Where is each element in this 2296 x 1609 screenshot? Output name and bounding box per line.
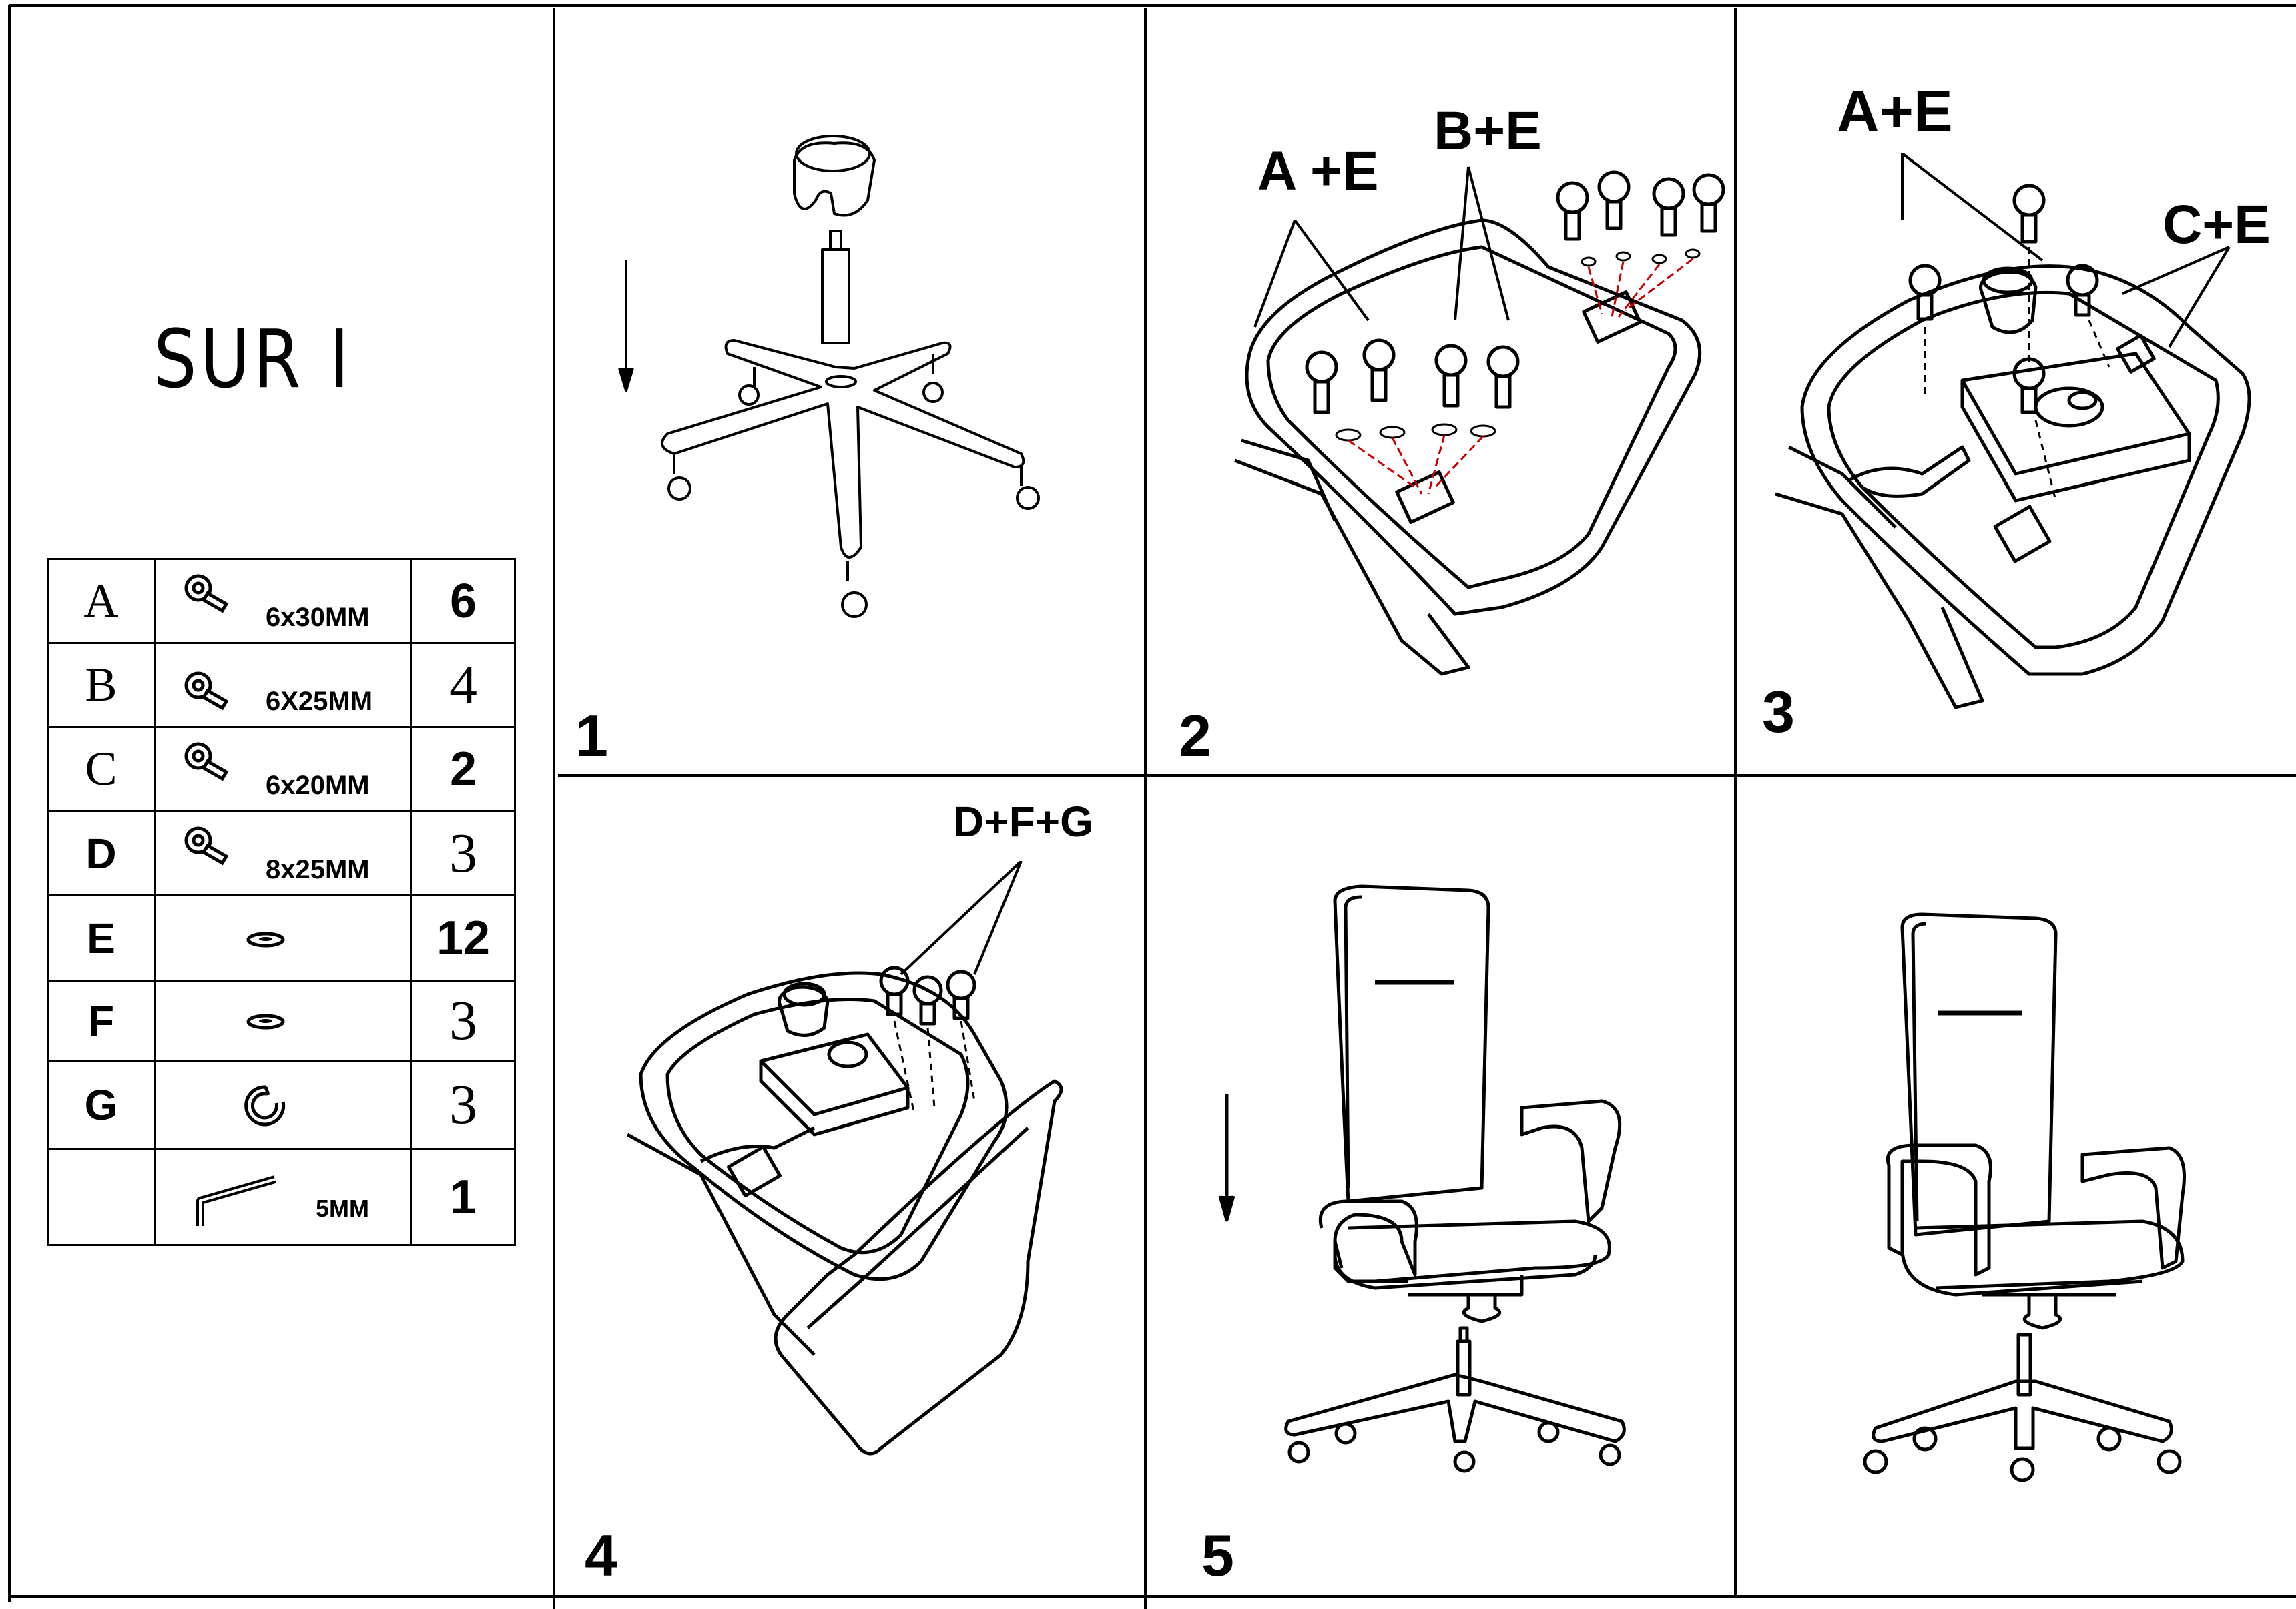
- part-cell: [154, 980, 412, 1062]
- bolt-icon: [184, 742, 229, 781]
- part-letter: G: [47, 1060, 156, 1150]
- part-quantity: 12: [410, 894, 516, 982]
- bolt-icon: [184, 671, 229, 711]
- product-name: SUR I: [154, 314, 353, 406]
- part-cell: 5MM: [154, 1148, 412, 1246]
- callout-label: D+F+G: [953, 797, 1093, 846]
- parts-row: E 12: [47, 894, 516, 982]
- parts-row: B 6X25MM 4: [47, 642, 516, 728]
- bolt-icon: [184, 826, 229, 866]
- part-size: 5MM: [316, 1195, 369, 1222]
- part-cell: 6X25MM: [154, 642, 412, 728]
- step-5-illustration: [1218, 884, 1626, 1473]
- part-cell: 8x25MM: [154, 810, 412, 896]
- part-letter: C: [47, 726, 156, 812]
- washer-icon: [246, 1014, 285, 1030]
- part-letter: B: [47, 642, 156, 728]
- part-cell: [154, 1060, 412, 1150]
- part-quantity: 3: [410, 810, 516, 896]
- callout-label: A+E: [1837, 78, 1953, 144]
- part-letter: [47, 1148, 156, 1246]
- step-number: 3: [1762, 679, 1795, 745]
- callout-label: C+E: [2163, 194, 2271, 255]
- parts-row: 5MM 1: [47, 1148, 516, 1246]
- part-size: 6x20MM: [266, 771, 370, 800]
- finished-chair-illustration: [1863, 912, 2186, 1482]
- spring-washer-icon: [244, 1085, 286, 1127]
- part-size: 8x25MM: [266, 855, 370, 884]
- part-quantity: 3: [410, 980, 516, 1062]
- part-quantity: 2: [410, 726, 516, 812]
- washer-icon: [246, 932, 285, 948]
- part-cell: [154, 894, 412, 982]
- step-number: 5: [1201, 1522, 1234, 1588]
- part-size: 6x30MM: [266, 603, 370, 632]
- parts-row: D 8x25MM 3: [47, 810, 516, 896]
- part-quantity: 3: [410, 1060, 516, 1150]
- part-cell: 6x30MM: [154, 558, 412, 644]
- part-letter: A: [47, 558, 156, 644]
- callout-label: B+E: [1434, 101, 1542, 162]
- parts-row: A 6x30MM 6: [47, 558, 516, 644]
- part-quantity: 6: [410, 558, 516, 644]
- step-2-illustration: [1234, 166, 1725, 676]
- bolt-icon: [184, 574, 229, 613]
- part-size: 6X25MM: [266, 687, 373, 716]
- parts-row: G 3: [47, 1060, 516, 1150]
- step-number: 1: [575, 703, 608, 769]
- parts-list-table: A 6x30MM 6 B 6X25MM 4 C 6x20MM 2 D: [47, 558, 516, 1246]
- step-number: 4: [585, 1522, 617, 1588]
- callout-label: A +E: [1257, 141, 1379, 202]
- step-1-illustration: [618, 135, 1040, 618]
- part-letter: D: [47, 810, 156, 896]
- allen-key-icon: [196, 1175, 276, 1226]
- step-number: 2: [1179, 703, 1211, 769]
- step-3-illustration: [1775, 153, 2251, 709]
- part-letter: F: [47, 980, 156, 1062]
- parts-row: F 3: [47, 980, 516, 1062]
- part-cell: 6x20MM: [154, 726, 412, 812]
- part-letter: E: [47, 894, 156, 982]
- part-quantity: 4: [410, 642, 516, 728]
- part-quantity: 1: [410, 1148, 516, 1246]
- parts-row: C 6x20MM 2: [47, 726, 516, 812]
- step-4-illustration: [626, 861, 1063, 1456]
